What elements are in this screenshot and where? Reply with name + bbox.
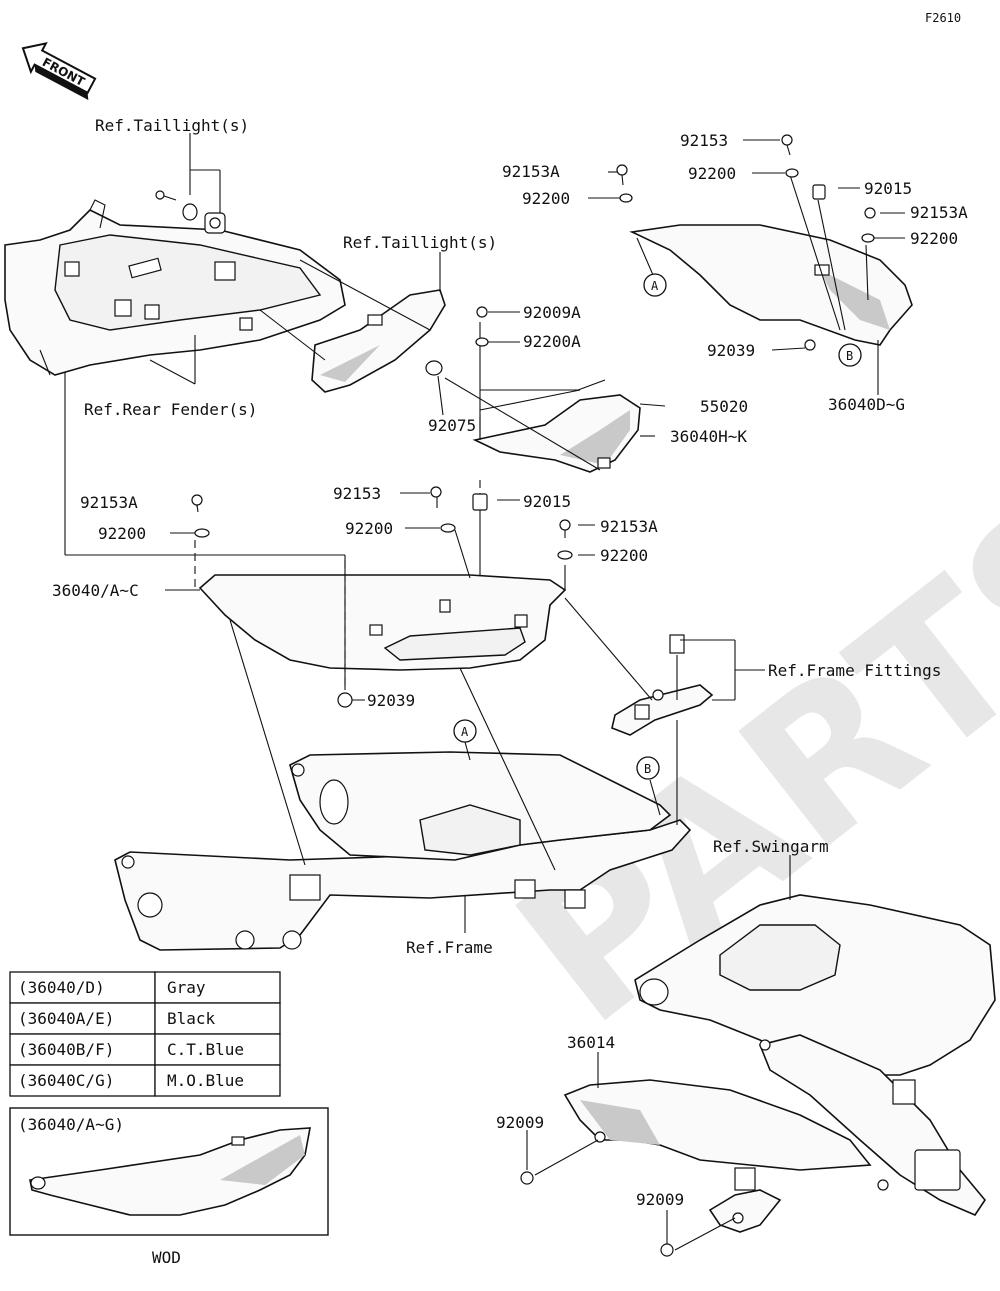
- part-label-92153A-mr: 92153A: [600, 517, 658, 536]
- svg-text:B: B: [644, 762, 651, 776]
- part-label-92039-m: 92039: [367, 691, 415, 710]
- svg-text:A: A: [461, 725, 469, 739]
- taillight-part: [311, 289, 446, 393]
- callout-a-top: A: [643, 273, 667, 297]
- part-label-92153A-tr: 92153A: [910, 203, 968, 222]
- ref-frame-label: Ref.Frame: [406, 938, 493, 957]
- ref-frame-fittings-label: Ref.Frame Fittings: [768, 661, 941, 680]
- inset-title: (36040/A~G): [18, 1115, 124, 1134]
- upper-right-cover-part: [629, 224, 913, 351]
- inset-caption: WOD: [152, 1248, 181, 1267]
- callout-b-frame: B: [636, 756, 660, 780]
- part-label-92009A: 92009A: [523, 303, 581, 322]
- main-side-cover-part: [198, 574, 567, 671]
- table-code-2: (36040A/E): [18, 1009, 114, 1028]
- inset-box: [9, 1107, 329, 1236]
- svg-text:A: A: [651, 279, 659, 293]
- table-color-4: M.O.Blue: [167, 1071, 244, 1090]
- part-label-92153A-l: 92153A: [80, 493, 138, 512]
- table-color-3: C.T.Blue: [167, 1040, 244, 1059]
- ref-swingarm-label: Ref.Swingarm: [713, 837, 829, 856]
- part-label-36040D-G: 36040D~G: [828, 395, 905, 414]
- part-label-92009-2: 92009: [636, 1190, 684, 1209]
- part-label-92153A-tm: 92153A: [502, 162, 560, 181]
- part-label-36014: 36014: [567, 1033, 615, 1052]
- callout-b-top: B: [838, 343, 862, 367]
- table-code-3: (36040B/F): [18, 1040, 114, 1059]
- part-label-92075: 92075: [428, 416, 476, 435]
- callout-a-frame: A: [453, 719, 477, 743]
- chain-guard-part: [563, 1079, 872, 1233]
- part-label-92153-tr: 92153: [680, 131, 728, 150]
- part-label-92039-tr: 92039: [707, 341, 755, 360]
- part-label-92200-mr: 92200: [600, 546, 648, 565]
- part-label-92200-tm: 92200: [522, 189, 570, 208]
- middle-small-cover-part: [472, 379, 641, 473]
- table-color-1: Gray: [167, 978, 206, 997]
- part-label-36040A-C: 36040/A~C: [52, 581, 139, 600]
- table-code-1: (36040/D): [18, 978, 105, 997]
- part-label-92200-m: 92200: [345, 519, 393, 538]
- part-label-92015-tr: 92015: [864, 179, 912, 198]
- part-label-92200-tr2: 92200: [910, 229, 958, 248]
- grommet-92075: [425, 360, 443, 376]
- rear-fender-part: [4, 199, 346, 376]
- svg-text:B: B: [846, 349, 853, 363]
- part-label-92200A: 92200A: [523, 332, 581, 351]
- swingarm-part: [634, 894, 996, 1216]
- part-label-92009-1: 92009: [496, 1113, 544, 1132]
- ref-taillight-mid-label: Ref.Taillight(s): [343, 233, 497, 252]
- fasteners: [191, 134, 876, 1257]
- color-table: (36040/D) Gray (36040A/E) Black (36040B/…: [9, 971, 281, 1097]
- part-label-92200-tr: 92200: [688, 164, 736, 183]
- part-label-92200-l: 92200: [98, 524, 146, 543]
- part-label-92153-m: 92153: [333, 484, 381, 503]
- figure-code: F2610: [925, 11, 961, 25]
- taillight-fasteners: [155, 190, 226, 234]
- part-label-55020: 55020: [700, 397, 748, 416]
- part-label-36040H-K: 36040H~K: [670, 427, 747, 446]
- table-code-4: (36040C/G): [18, 1071, 114, 1090]
- ref-taillight-top-label: Ref.Taillight(s): [95, 116, 249, 135]
- table-color-2: Black: [167, 1009, 216, 1028]
- part-label-92015-m: 92015: [523, 492, 571, 511]
- ref-rear-fender-label: Ref.Rear Fender(s): [84, 400, 257, 419]
- front-arrow-icon: FRONT: [21, 42, 97, 100]
